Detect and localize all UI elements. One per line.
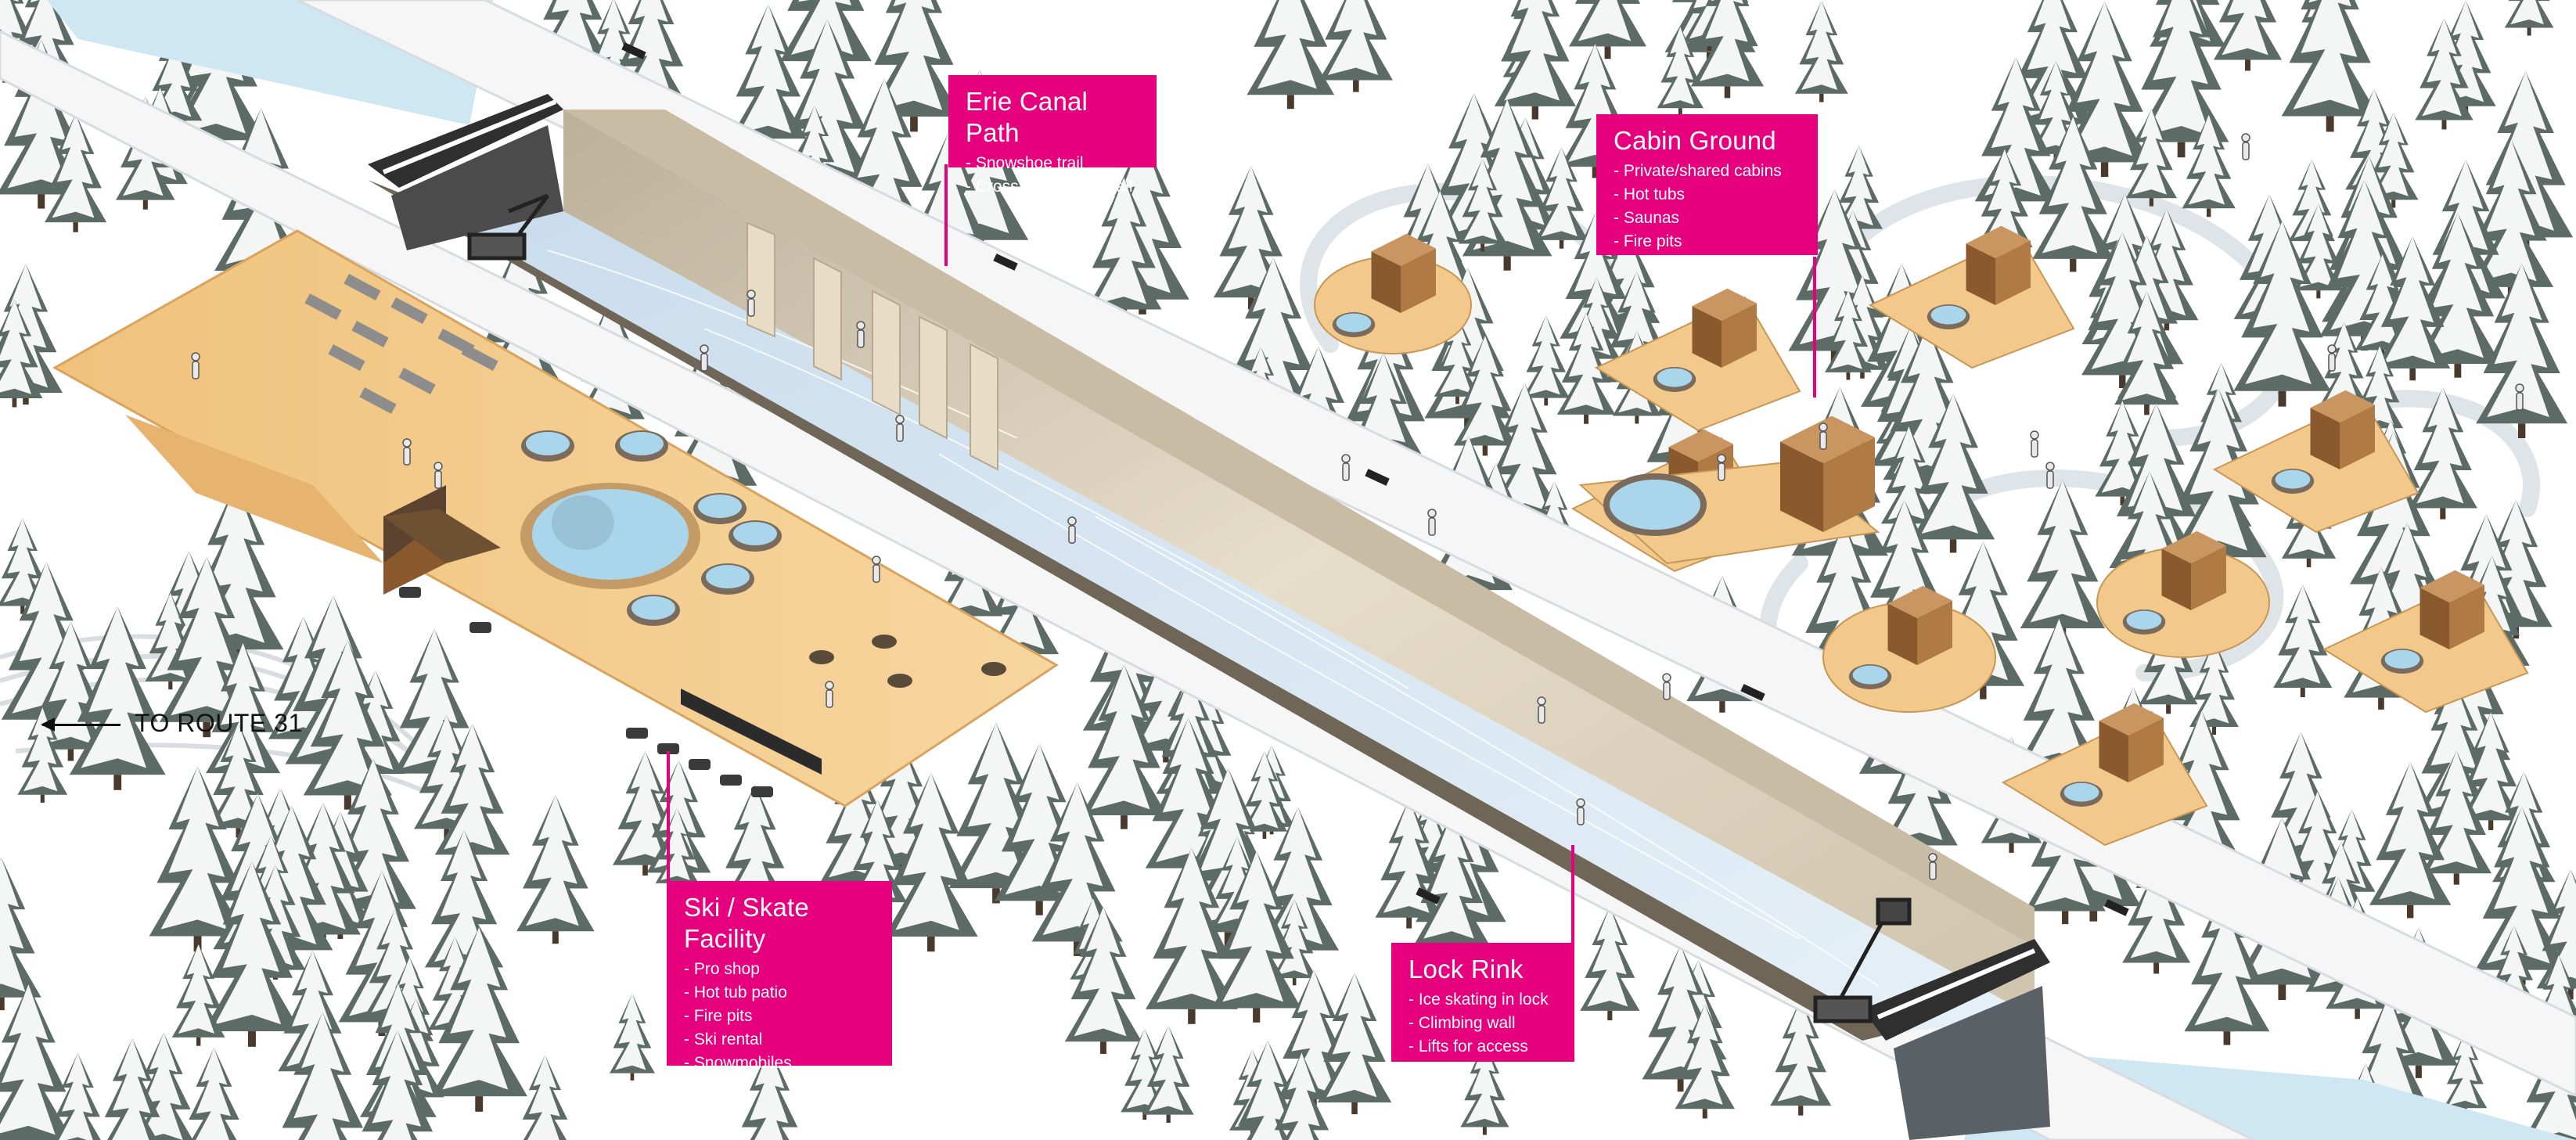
person-figure xyxy=(825,681,834,708)
callout-item: - Hot tub patio xyxy=(684,984,787,1002)
person-figure xyxy=(2241,133,2250,160)
callout-erie-canal-path: Erie Canal Path - Snowshoe trail - Cross… xyxy=(948,75,1157,196)
picnic-table xyxy=(328,344,365,371)
person-figure xyxy=(1662,673,1671,700)
callout-item: - Ski rental xyxy=(684,1030,763,1048)
person-figure xyxy=(1341,454,1351,481)
hot-tub xyxy=(1848,664,1892,689)
picnic-table xyxy=(398,368,436,394)
callout-lock-rink: Lock Rink - Ice skating in lock - Climbi… xyxy=(1391,943,1574,1062)
callout-title: Cabin Ground xyxy=(1614,126,1776,155)
boom-lift-lower xyxy=(1813,897,1912,1023)
cabin-leader-line xyxy=(1813,257,1816,397)
picnic-table xyxy=(344,274,381,300)
picnic-table xyxy=(351,321,389,347)
arrow-left-icon xyxy=(41,717,121,732)
benches xyxy=(621,42,2129,916)
picnic-table xyxy=(304,293,342,320)
callout-item: - Saunas xyxy=(1614,209,1680,227)
person-figure xyxy=(1576,798,1585,825)
ski-rental-rack xyxy=(681,689,822,775)
callout-item: - Hot tubs xyxy=(1614,185,1686,203)
lock-ice-rink xyxy=(407,196,2035,1033)
person-figure xyxy=(1928,853,1937,880)
route-direction-label: TO ROUTE 31 xyxy=(41,709,303,738)
route-label-text: TO ROUTE 31 xyxy=(135,709,303,737)
person-figure xyxy=(856,321,865,348)
boom-lift-upper xyxy=(467,193,549,261)
person-figure xyxy=(2030,430,2039,458)
lock-side-wall xyxy=(563,110,2035,947)
hot-tub xyxy=(2271,469,2315,494)
person-figure xyxy=(1427,509,1437,536)
person-figure xyxy=(747,289,756,317)
person-figure xyxy=(1537,696,1546,724)
person-figure xyxy=(700,344,709,372)
climbing-wall xyxy=(747,221,998,471)
person-figure xyxy=(1819,423,1828,450)
picnic-tables xyxy=(304,274,498,414)
callout-item: - Snowshoe trail xyxy=(966,154,1084,172)
lock-gate-upper xyxy=(368,94,563,250)
callout-item: - Cross country ski trail xyxy=(966,178,1133,196)
person-figure xyxy=(402,438,412,466)
callout-item: - Private/shared cabins xyxy=(1614,162,1782,180)
picnic-table xyxy=(359,387,397,414)
callout-item: - Snowmobiles xyxy=(684,1054,792,1072)
hot-tub xyxy=(1332,312,1376,337)
person-figure xyxy=(895,415,905,442)
hot-tub xyxy=(1653,367,1696,392)
person-figure xyxy=(434,462,443,489)
cabin-sites xyxy=(1314,225,2529,847)
skate-marks xyxy=(547,250,1879,987)
callout-item: - Fire pits xyxy=(1614,232,1682,250)
callout-ski-skate-facility: Ski / Skate Facility - Pro shop - Hot tu… xyxy=(667,881,892,1095)
hot-tub xyxy=(2060,782,2103,807)
callout-title: Lock Rink xyxy=(1409,955,1524,984)
ski-leader-line xyxy=(667,751,670,884)
picnic-table xyxy=(390,297,428,324)
hot-tub xyxy=(2122,610,2166,635)
callout-item: - Parking xyxy=(684,1077,750,1095)
lock-near-wall xyxy=(368,180,1894,1041)
lock-leader-line xyxy=(1571,845,1574,945)
hot-tub xyxy=(1603,473,1707,536)
callout-title: Ski / Skate Facility xyxy=(684,893,809,953)
callout-cabin-ground: Cabin Ground - Private/shared cabins - H… xyxy=(1596,114,1818,255)
person-figure xyxy=(1717,454,1726,481)
callout-item: - Climbing wall xyxy=(1409,1014,1516,1032)
person-figure xyxy=(872,556,881,583)
people xyxy=(191,133,2524,880)
hot-tub xyxy=(2380,649,2424,674)
deck-fire-pits xyxy=(809,635,1006,688)
hot-tub xyxy=(1927,304,1970,329)
picnic-table xyxy=(461,344,498,371)
snowmobiles xyxy=(399,587,773,797)
person-figure xyxy=(191,352,200,379)
callout-item: - Fire pits xyxy=(684,1007,753,1025)
callout-item: - Lifts for access xyxy=(1409,1038,1528,1055)
lock-gate-lower xyxy=(1862,939,2050,1140)
callout-item: - Ice skating in lock xyxy=(1409,991,1549,1009)
person-figure xyxy=(2515,383,2524,411)
hot-tub-patio xyxy=(520,430,782,626)
callout-item: - Pro shop xyxy=(684,960,760,978)
erie-leader-line xyxy=(944,164,948,266)
person-figure xyxy=(2327,344,2337,372)
person-figure xyxy=(1067,516,1077,544)
pro-shop-building xyxy=(125,415,501,595)
callout-title: Erie Canal Path xyxy=(966,87,1088,147)
person-figure xyxy=(2045,462,2055,489)
